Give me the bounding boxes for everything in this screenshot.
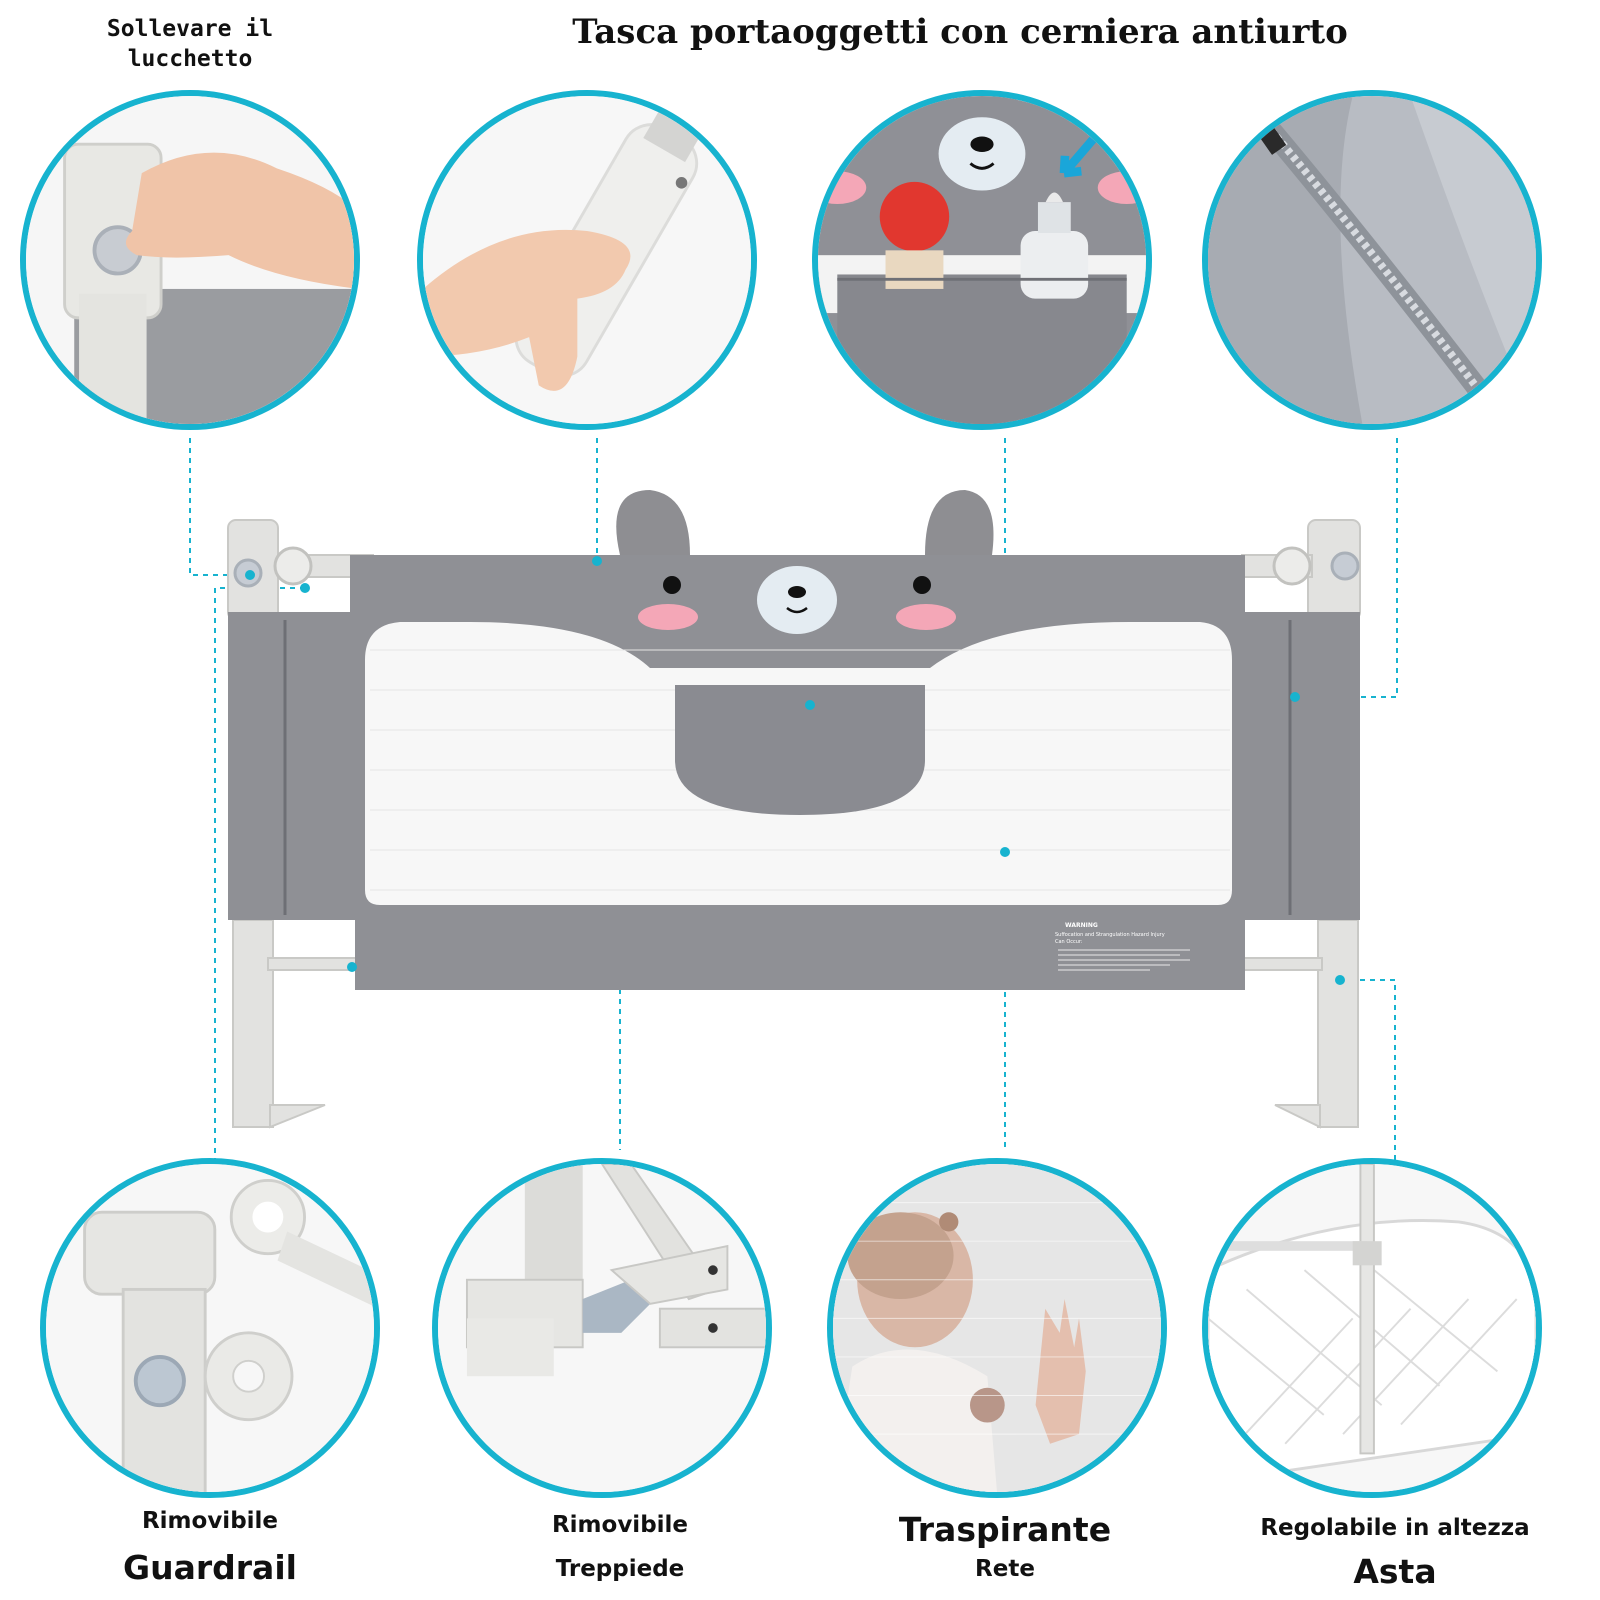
lock-button-icon: [133, 1355, 186, 1408]
zipper-detail-image: [1208, 96, 1536, 424]
padding-detail-image: [423, 96, 751, 424]
mesh-label-line2: Rete: [975, 1556, 1035, 1582]
bottle-icon: [1020, 192, 1089, 299]
ball-icon: [879, 181, 950, 252]
lock-detail-circle: [20, 90, 360, 430]
storage-pocket-image: [818, 96, 1146, 424]
tripod-label-line1: Rimovibile: [551, 1512, 689, 1538]
bear-face-icon: [938, 117, 1026, 191]
removable-guardrail-circle: [40, 1158, 380, 1498]
lock-detail-image: [26, 96, 354, 424]
height-adjustable-pole-circle: [1202, 1158, 1542, 1498]
removable-tripod-circle: [432, 1158, 772, 1498]
hand-icon: [423, 229, 631, 391]
storage-pocket-circle: [812, 90, 1152, 430]
breathable-mesh-circle: [827, 1158, 1167, 1498]
pocket-title: Tasca portaoggetti con cerniera antiurto: [572, 12, 1348, 52]
guardrail-label-line1: Rimovibile: [141, 1508, 279, 1534]
hand-icon: [126, 152, 354, 289]
warning-line1: Suffocation and Strangulation Hazard Inj…: [1055, 932, 1165, 938]
bear-face-icon: [757, 566, 837, 634]
lock-caption-line1: Sollevare il: [106, 16, 274, 42]
padding-detail-circle: [417, 90, 757, 430]
warning-line2: Can Occur:: [1055, 939, 1083, 945]
guardrail-joint-image: [46, 1164, 374, 1492]
zipper-detail-circle: [1202, 90, 1542, 430]
pole-mattress-image: [1208, 1164, 1536, 1492]
lock-caption-line2: lucchetto: [127, 46, 253, 72]
guardrail-label-line2: Guardrail: [123, 1548, 297, 1587]
mesh-label-line1: Traspirante: [898, 1510, 1112, 1549]
mesh-child-image: [833, 1164, 1161, 1492]
pole-label-line1: Regolabile in altezza: [1260, 1515, 1530, 1541]
tripod-label-line2: Treppiede: [555, 1556, 685, 1582]
pole-label-line2: Asta: [1353, 1552, 1437, 1591]
tripod-image: [438, 1164, 766, 1492]
warning-heading: WARNING: [1065, 922, 1098, 929]
lock-caption: Sollevare il lucchetto: [70, 14, 310, 74]
